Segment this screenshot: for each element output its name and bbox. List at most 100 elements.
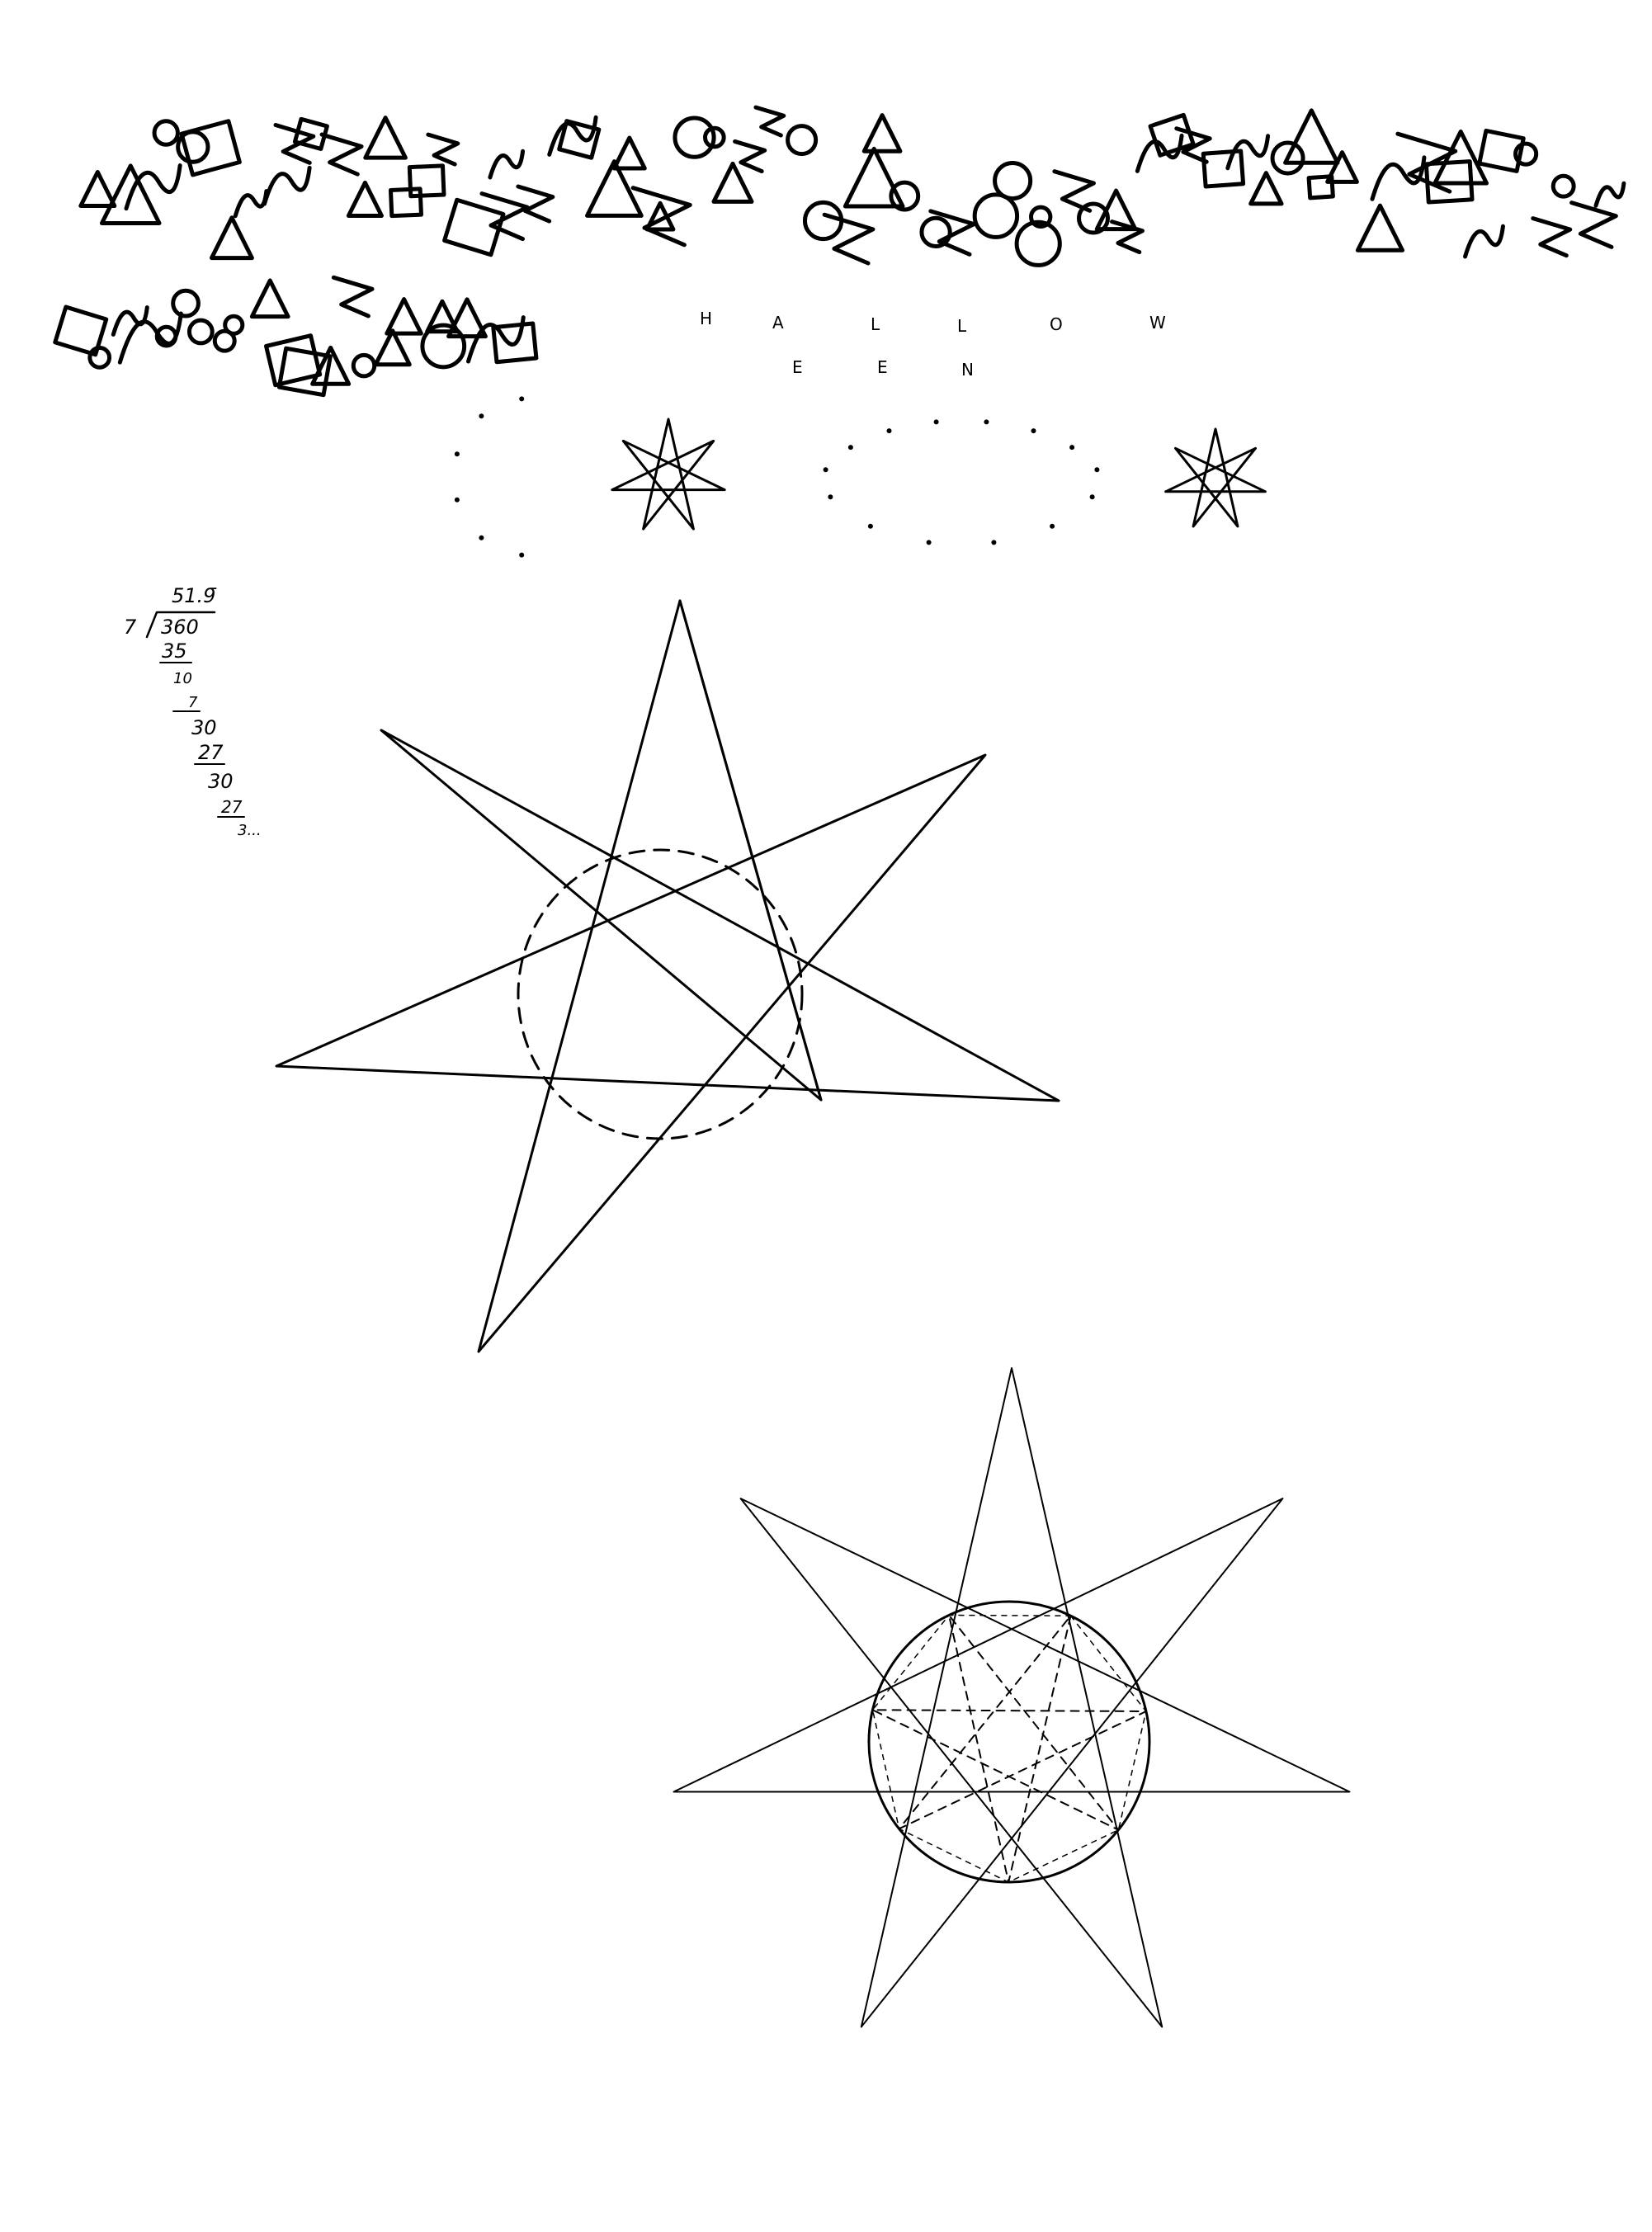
dot	[1050, 523, 1055, 529]
doodle-shape	[1477, 128, 1526, 173]
doodle-shape	[1283, 108, 1340, 165]
dot	[1089, 494, 1095, 500]
doodle-shape	[889, 180, 921, 212]
doodle-shape	[993, 160, 1033, 201]
doodle-shape	[488, 149, 526, 180]
doodle-shape	[385, 297, 423, 336]
doodle-shape	[491, 321, 539, 365]
heptagram-edge	[678, 599, 823, 1102]
doodle-border	[53, 105, 1626, 398]
doodle-shape	[1531, 216, 1573, 258]
dot	[1031, 428, 1036, 434]
doodle-shape	[223, 314, 245, 336]
doodle-shape	[319, 132, 364, 177]
dot	[1094, 467, 1100, 473]
heptagram-outline	[275, 599, 1060, 1353]
doodle-shape	[1201, 149, 1246, 189]
doodle-shape	[1014, 219, 1062, 267]
doodle-shape	[87, 345, 112, 370]
doodle-shape	[152, 119, 180, 147]
title-letter: O	[1050, 314, 1063, 334]
doodle-shape	[262, 165, 312, 206]
long-division: 51.9̄ 7 360 35 10 7 30 27 30 27 3...	[124, 584, 262, 839]
doodle-shape	[171, 288, 201, 319]
doodle-shape	[1513, 141, 1539, 167]
doodle-shape	[373, 328, 412, 367]
division-quotient: 51.9̄	[172, 584, 216, 607]
title-letter: H	[700, 309, 712, 328]
dot	[828, 494, 833, 500]
doodle-shape	[703, 125, 726, 149]
title-letter: E	[792, 357, 803, 377]
doodle-shape	[124, 163, 182, 211]
division-step: 35	[162, 639, 187, 663]
doodle-shape	[733, 139, 767, 174]
construction-circle	[867, 1600, 1151, 1884]
doodle-shape	[351, 352, 377, 379]
dot	[847, 445, 853, 451]
doodle-shape	[407, 163, 446, 199]
doodle-shape	[465, 315, 526, 364]
doodle-shape	[154, 324, 178, 348]
dashed-guide-circle	[517, 848, 804, 1140]
doodle-shape	[753, 105, 786, 138]
doodle-shape	[1325, 150, 1359, 184]
doodle-shape	[673, 116, 716, 159]
dot	[991, 540, 997, 545]
doodle-shape	[919, 215, 952, 248]
dot	[984, 419, 989, 425]
title-letter: W	[1149, 313, 1166, 333]
inner-dashed-heptagon	[871, 1614, 1147, 1883]
doodle-shape	[557, 119, 602, 160]
doodle-shape	[310, 345, 352, 386]
doodle-shape	[1135, 133, 1184, 173]
doodle-shape	[1225, 134, 1271, 171]
dot	[1069, 445, 1075, 451]
doodle-shape	[446, 297, 488, 339]
division-step: 7	[188, 694, 198, 711]
doodle-shape	[843, 146, 905, 209]
doodle-shape	[179, 119, 242, 177]
division-divisor: 7	[124, 616, 137, 639]
title-letter: L	[957, 316, 967, 336]
doodle-shape	[479, 191, 530, 242]
doodle-shape	[276, 346, 333, 398]
doodle-shape	[1433, 129, 1489, 186]
dot-arc-left	[454, 396, 525, 558]
doodle-shape	[547, 115, 598, 157]
division-step: 30	[208, 770, 234, 793]
doodle-shape	[1423, 159, 1475, 205]
title-letter: E	[877, 357, 888, 377]
doodle-shape	[426, 132, 460, 167]
doodle-shape	[388, 186, 423, 219]
halloween-title: H A L L O W E E N	[700, 309, 1166, 380]
dot	[926, 540, 932, 545]
doodle-shape	[346, 180, 384, 218]
doodle-shape	[212, 328, 237, 353]
doodle-shape	[99, 163, 162, 225]
small-heptagram	[1164, 427, 1267, 528]
doodle-shape	[1248, 171, 1284, 206]
dot	[454, 497, 460, 503]
doodle-shape	[516, 184, 555, 224]
dot	[823, 467, 828, 473]
division-bracket	[145, 611, 216, 639]
doodle-shape	[425, 299, 460, 334]
doodle-shape	[1094, 188, 1138, 232]
title-letter: L	[871, 314, 880, 334]
doodle-shape	[1593, 181, 1626, 208]
doodle-shape	[1306, 174, 1335, 201]
dot	[886, 428, 892, 434]
doodle-shape	[53, 304, 109, 357]
doodle-shape	[822, 212, 876, 266]
dot	[519, 552, 525, 558]
doodle-shape	[802, 200, 844, 242]
doodle-shape	[249, 278, 290, 319]
division-step: 27	[221, 797, 243, 817]
large-heptagram	[275, 599, 1060, 1353]
small-heptagram	[611, 418, 726, 531]
heptagram-outline	[673, 1367, 1351, 2028]
dot-arc-middle	[823, 419, 1100, 545]
division-step: 30	[191, 716, 217, 739]
